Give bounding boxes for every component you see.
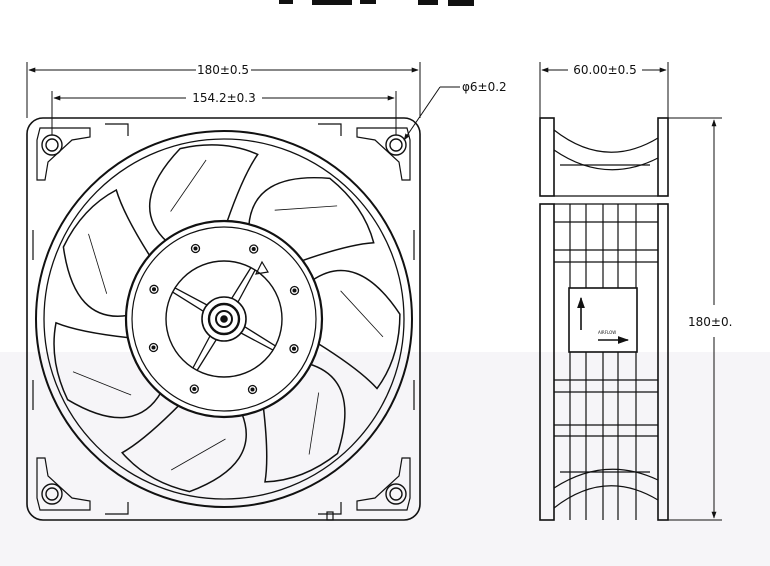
fan-hub xyxy=(124,219,324,419)
hub-spokes xyxy=(172,267,276,371)
hole-diameter-leader xyxy=(403,86,460,141)
hub-screw xyxy=(189,384,199,394)
hub-screw-center xyxy=(193,246,198,251)
hub-screw-center xyxy=(291,346,297,351)
height-dimension xyxy=(668,117,722,521)
hub-screw xyxy=(249,244,259,254)
hole-pitch-dimension xyxy=(51,91,397,135)
side-flange-bottom-left xyxy=(539,203,555,521)
depth-dimension-label: 60.00±0.5 xyxy=(573,63,637,77)
hub-screw-center xyxy=(151,287,157,292)
fan-blade xyxy=(148,144,259,243)
fan-blade xyxy=(248,176,375,262)
hub-spoke-edge xyxy=(244,326,276,347)
hub-spoke-edge xyxy=(237,269,256,303)
hub-spoke-edge xyxy=(240,332,274,351)
hub-spoke-edge xyxy=(231,267,252,299)
hub-screws xyxy=(148,243,300,395)
hub-screw-center xyxy=(251,246,256,252)
hub-screw-center xyxy=(151,345,156,350)
cropped-title-fragment xyxy=(279,0,474,6)
fan-blade-rib xyxy=(340,290,384,338)
fan-blade-rib xyxy=(170,159,207,212)
hub-screw-center xyxy=(250,387,255,392)
fan-blade-rib xyxy=(308,392,320,455)
fan-blade xyxy=(53,321,163,419)
side-flange-top-right xyxy=(657,117,669,197)
hub-spoke-edge xyxy=(196,339,217,371)
mounting-holes xyxy=(41,134,407,505)
width-dimension xyxy=(26,62,421,118)
hole-diameter-label: φ6±0.2 xyxy=(462,80,507,94)
fan-blades xyxy=(53,144,401,493)
side-view: 60.00±0.5 180±0. xyxy=(539,62,732,521)
front-view: 180±0.5 154.2±0.3 φ6±0.2 xyxy=(26,62,507,521)
side-body xyxy=(553,129,659,520)
hub-screw xyxy=(289,285,300,296)
depth-dimension xyxy=(539,62,669,118)
height-dimension-label: 180±0. xyxy=(688,315,732,329)
venturi-inner-ring xyxy=(43,138,405,500)
side-flange-top-left xyxy=(539,117,555,197)
venturi-outer-ring xyxy=(35,130,413,508)
airflow-text: AIRFLOW xyxy=(598,330,616,335)
fan-blade-rib xyxy=(72,371,132,396)
fan-blade xyxy=(121,403,247,493)
fan-blade-rib xyxy=(171,438,226,471)
fan-blade xyxy=(62,188,152,317)
width-dimension-label: 180±0.5 xyxy=(197,63,249,77)
hub-screw xyxy=(149,284,159,294)
hub-screw xyxy=(148,342,159,353)
hub-spoke-edge xyxy=(174,287,208,306)
hub-screw xyxy=(190,243,201,254)
hub-screw-center xyxy=(292,288,297,293)
hub-screw-center xyxy=(192,386,197,392)
fan-blade-rib xyxy=(88,233,108,294)
hub-spoke-edge xyxy=(172,291,204,312)
hub-screw xyxy=(247,384,258,395)
fan-blade-rib xyxy=(274,205,338,211)
side-flange-bottom-right xyxy=(657,203,669,521)
hub-spoke-edge xyxy=(192,335,211,369)
hole-pitch-label: 154.2±0.3 xyxy=(192,91,256,105)
fan-blade xyxy=(311,269,401,390)
rotation-arrow-icon xyxy=(254,260,269,275)
corner-pads xyxy=(32,123,415,521)
hub-screw xyxy=(289,344,299,354)
fan-frame xyxy=(26,117,421,521)
fan-blade xyxy=(262,363,346,483)
airflow-label: AIRFLOW xyxy=(568,287,638,353)
